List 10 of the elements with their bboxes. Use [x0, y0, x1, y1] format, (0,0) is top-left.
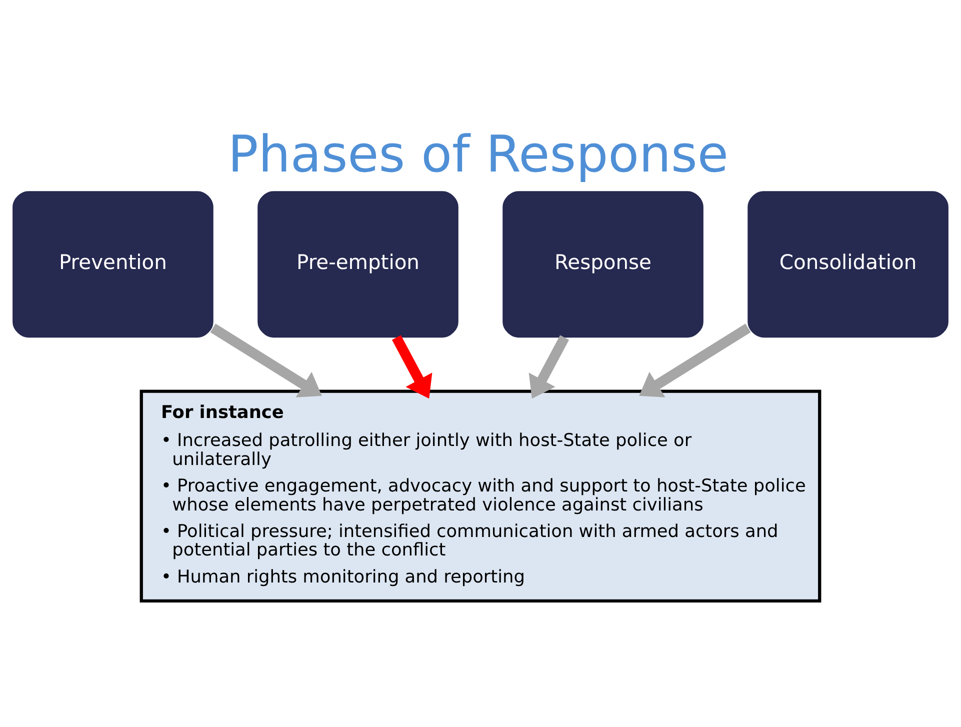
- node-box: Pre-emption: [258, 191, 458, 338]
- arrow: [639, 324, 751, 398]
- node-box: For instance • Increased patrolling either jointly with host-State police or unilaterally • Proactive engagement, advocacy with and support to host-State police whose elements have perpetrated violence against civilians • Political pressure; intensified communication with armed actors and potential parties to the conflict • Human rights monitoring and reporting: [140, 390, 822, 603]
- node-box: Prevention: [12, 191, 214, 338]
- diagram-title: Phases of Response: [228, 124, 728, 184]
- node-box: Consolidation: [748, 191, 948, 338]
- arrow: [392, 335, 432, 399]
- arrow: [210, 324, 322, 398]
- node-box: Response: [502, 191, 704, 338]
- arrow: [528, 335, 570, 399]
